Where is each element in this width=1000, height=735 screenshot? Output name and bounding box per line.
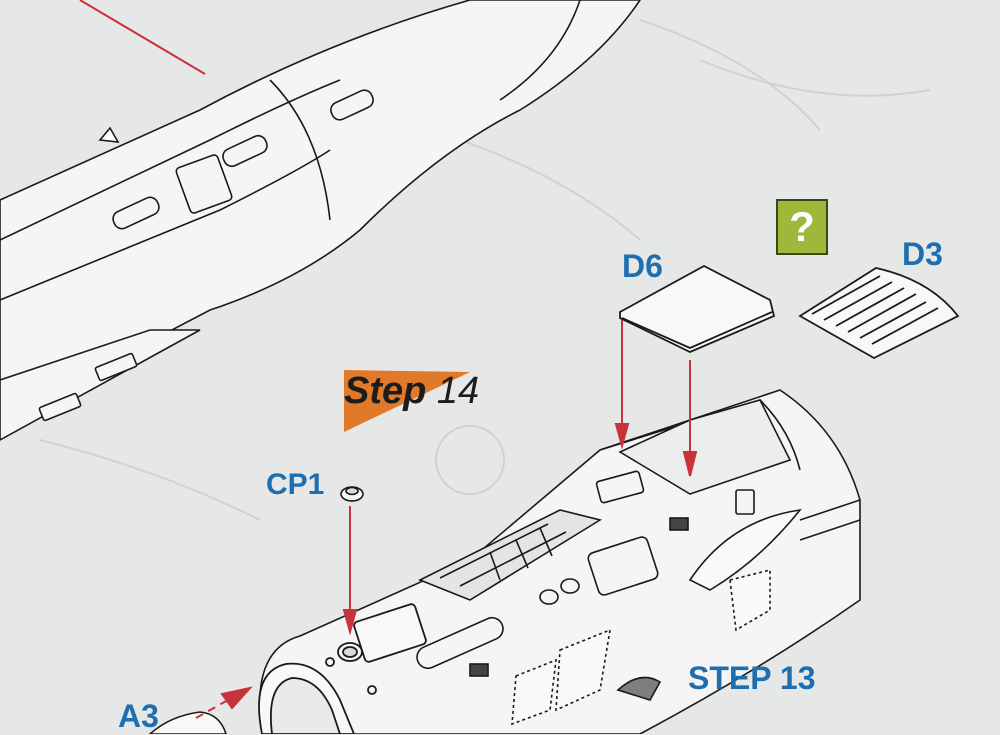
arrow-d6-right-head [682, 451, 698, 477]
part-label-d3: D3 [902, 236, 943, 272]
placement-arrows [195, 320, 698, 719]
part-d3-drawing [798, 267, 960, 360]
step-title: Step 14 [344, 370, 479, 413]
part-d6-drawing [619, 264, 776, 353]
nose-intake-drawing [258, 603, 427, 734]
step-title-word: Step [344, 370, 427, 412]
part-a3-drawing [148, 711, 227, 734]
step-title-number: 14 [436, 370, 480, 412]
part-label-cp1: CP1 [266, 468, 325, 501]
upper-reference-line [79, 0, 206, 75]
arrow-d6-left-head [614, 423, 630, 450]
arrow-a3-head [220, 686, 253, 710]
part-label-d6: D6 [622, 248, 663, 284]
part-cp1-drawing [340, 486, 364, 502]
step-flag [344, 370, 470, 432]
arrow-a3 [195, 699, 229, 719]
next-step-label: STEP 13 [688, 660, 816, 696]
arrow-cp1-head [342, 609, 358, 636]
part-label-a3: A3 [118, 698, 159, 734]
optional-part-marker: ? [776, 199, 828, 255]
upper-fuselage-drawing [0, 0, 641, 441]
